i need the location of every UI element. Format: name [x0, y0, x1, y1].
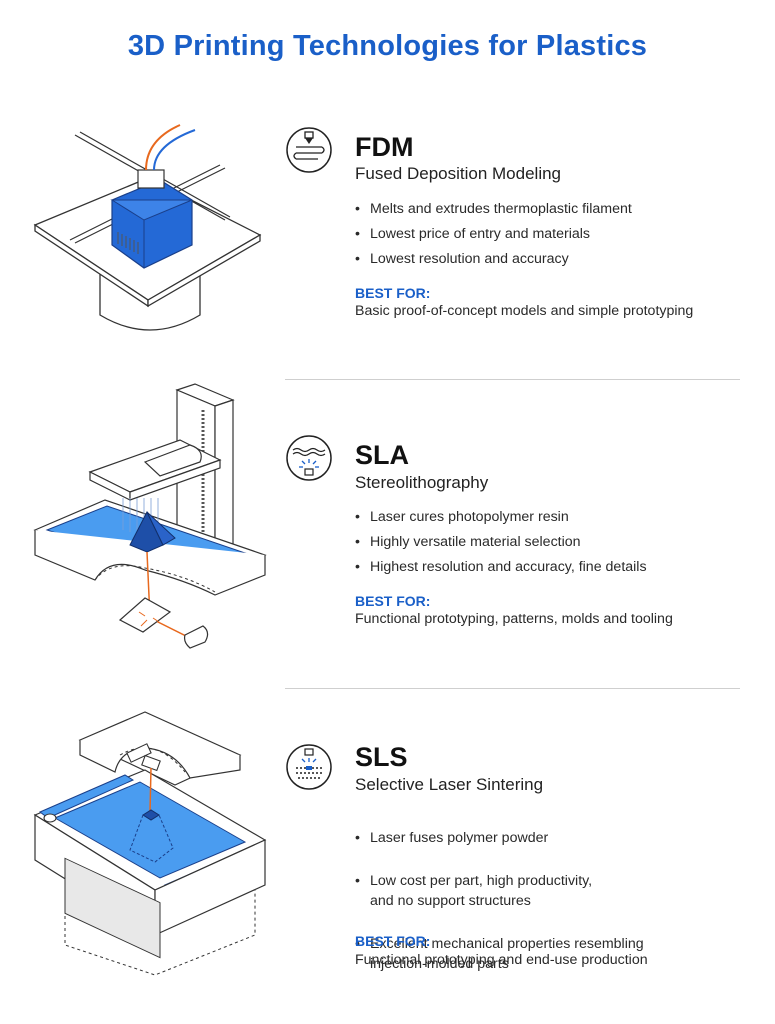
sla-abbr: SLA — [355, 440, 409, 470]
list-item: Laser fuses polymer powder — [355, 828, 735, 848]
nozzle-icon — [286, 127, 332, 173]
sla-bullets: Laser cures photopolymer resin Highly ve… — [355, 507, 735, 582]
list-item: Low cost per part, high productivity, an… — [355, 871, 735, 911]
sla-printer-illustration — [33, 383, 267, 649]
fdm-best-for-label: BEST FOR: — [355, 285, 431, 301]
fdm-bullets: Melts and extrudes thermoplastic filamen… — [355, 199, 735, 274]
resin-laser-icon — [286, 435, 332, 481]
sls-bullets: Laser fuses polymer powder Low cost per … — [355, 810, 735, 997]
fdm-full-name: Fused Deposition Modeling — [355, 164, 562, 183]
fdm-printer-illustration — [33, 124, 262, 331]
sls-abbr: SLS — [355, 742, 408, 772]
sla-best-for-text: Functional prototyping, patterns, molds … — [355, 611, 673, 627]
list-item: Melts and extrudes thermoplastic filamen… — [355, 199, 735, 219]
sls-section: SLS Selective Laser Sintering Laser fuse… — [0, 700, 775, 1010]
section-divider — [285, 379, 740, 380]
sla-full-name: Stereolithography — [355, 473, 489, 492]
sla-best-for-label: BEST FOR: — [355, 593, 431, 609]
list-item: Highest resolution and accuracy, fine de… — [355, 557, 735, 577]
sls-best-for-text: Functional prototyping and end-use produ… — [355, 952, 648, 968]
fdm-abbr: FDM — [355, 132, 414, 162]
list-item: Laser cures photopolymer resin — [355, 507, 735, 527]
list-item: Lowest resolution and accuracy — [355, 249, 735, 269]
section-divider — [285, 688, 740, 689]
sls-full-name: Selective Laser Sintering — [355, 775, 544, 794]
page-title: 3D Printing Technologies for Plastics — [127, 30, 648, 62]
list-item: Highly versatile material selection — [355, 532, 735, 552]
sls-best-for-label: BEST FOR: — [355, 933, 431, 949]
fdm-section: FDM Fused Deposition Modeling Melts and … — [0, 110, 775, 370]
sls-printer-illustration — [33, 711, 267, 976]
list-item: Excellent mechanical properties resembli… — [355, 934, 735, 974]
sla-section: SLA Stereolithography Laser cures photop… — [0, 380, 775, 680]
powder-laser-icon — [286, 744, 332, 790]
fdm-best-for-text: Basic proof-of-concept models and simple… — [355, 303, 694, 319]
list-item: Lowest price of entry and materials — [355, 224, 735, 244]
